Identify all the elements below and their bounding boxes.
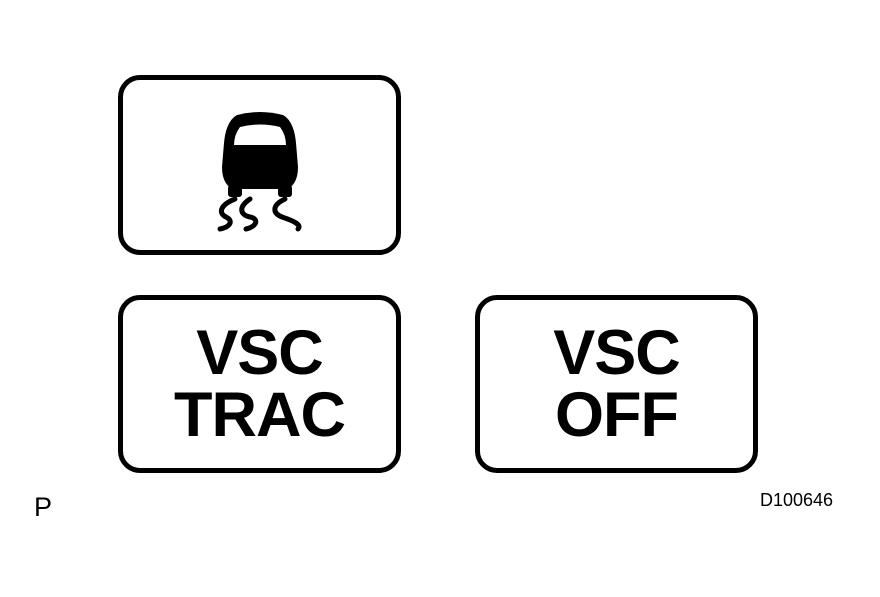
vsc-trac-indicator-light: VSC TRAC [118,295,401,473]
vsc-trac-label: VSC TRAC [174,318,346,450]
vsc-off-line2: OFF [555,380,679,450]
vsc-off-line1: VSC [553,318,681,388]
vsc-off-indicator-light: VSC OFF [475,295,758,473]
vsc-trac-line2: TRAC [174,380,346,450]
figure-code: D100646 [760,490,834,510]
vsc-off-label: VSC OFF [553,318,681,450]
vsc-trac-line1: VSC [196,318,324,388]
car-skid-icon [217,112,301,232]
figure-letter: P [34,492,53,522]
slip-indicator-light [118,75,401,255]
